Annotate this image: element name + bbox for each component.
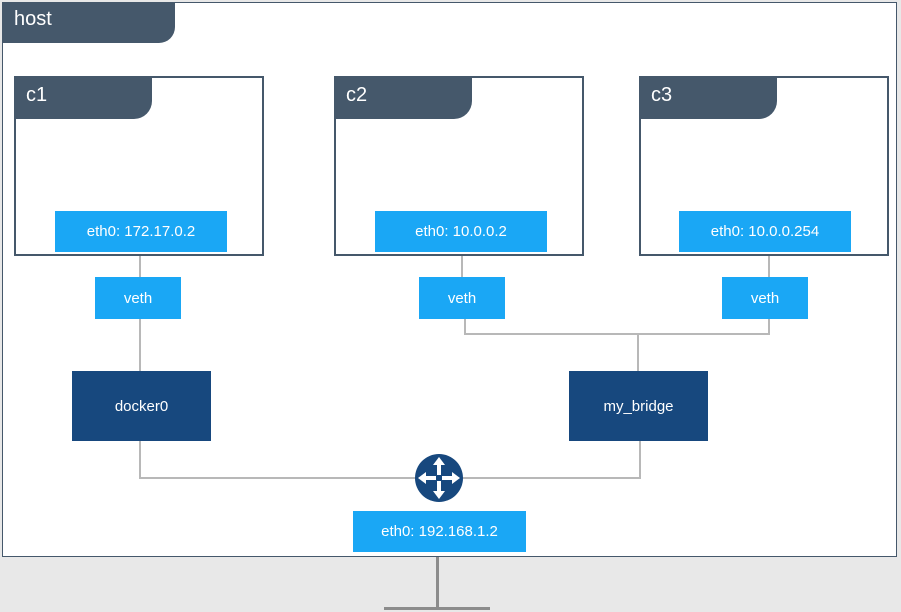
connector-veth2-down xyxy=(464,318,466,335)
connector-my-bridge-down xyxy=(639,439,641,479)
connector-veths-my-bridge xyxy=(637,333,639,373)
veth-c1: veth xyxy=(95,277,181,319)
c3-eth0: eth0: 10.0.0.254 xyxy=(679,211,851,252)
host-eth0: eth0: 192.168.1.2 xyxy=(353,511,526,552)
container-c3-label: c3 xyxy=(641,78,777,119)
host-uplink-base xyxy=(384,607,490,610)
host-label: host xyxy=(3,3,175,43)
c2-eth0: eth0: 10.0.0.2 xyxy=(375,211,547,252)
connector-veths-horizontal xyxy=(464,333,770,335)
connector-c2-veth xyxy=(461,255,463,280)
connector-bridges-router xyxy=(139,477,641,479)
docker0-bridge: docker0 xyxy=(72,371,211,441)
connector-c3-veth xyxy=(768,255,770,280)
router-arrows-icon xyxy=(415,454,463,502)
container-c2-label: c2 xyxy=(336,78,472,119)
veth-c2: veth xyxy=(419,277,505,319)
connector-c1-veth xyxy=(139,255,141,280)
container-c1-label: c1 xyxy=(16,78,152,119)
c1-eth0: eth0: 172.17.0.2 xyxy=(55,211,227,252)
host-uplink-vertical xyxy=(436,557,439,610)
my-bridge: my_bridge xyxy=(569,371,708,441)
connector-veth1-docker0 xyxy=(139,318,141,373)
connector-docker0-down xyxy=(139,439,141,479)
connector-veth3-down xyxy=(768,318,770,335)
veth-c3: veth xyxy=(722,277,808,319)
